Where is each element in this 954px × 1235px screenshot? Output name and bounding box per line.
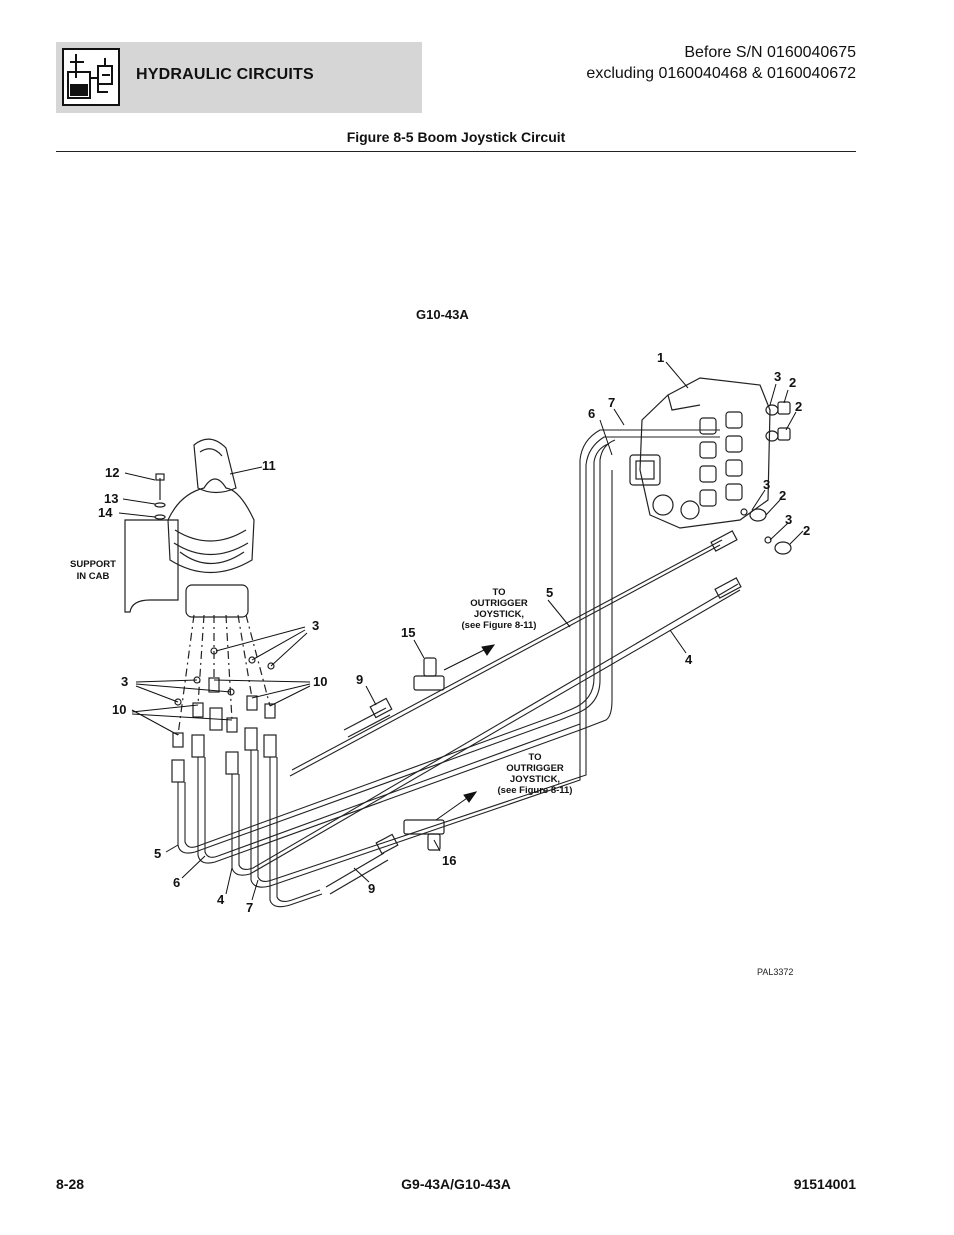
outrigger-lower-line-3: JOYSTICK, bbox=[510, 774, 560, 785]
callout-adapter: 10 bbox=[313, 674, 327, 689]
callout-hose-6: 6 bbox=[588, 406, 595, 421]
callout-adapter: 10 bbox=[112, 702, 126, 717]
callout-tee-15: 15 bbox=[401, 625, 415, 640]
callout-hose-7: 7 bbox=[246, 900, 253, 915]
callout-elbow: 2 bbox=[779, 488, 786, 503]
callout-elbow: 2 bbox=[803, 523, 810, 538]
callout-o-ring: 3 bbox=[763, 477, 770, 492]
callout-hose-7: 7 bbox=[608, 395, 615, 410]
callout-hose-4: 4 bbox=[685, 652, 693, 667]
tee-fitting-16 bbox=[403, 819, 445, 851]
outrigger-upper-line-2: OUTRIGGER bbox=[470, 598, 528, 609]
callout-tee-16: 16 bbox=[442, 853, 456, 868]
callout-hose-6: 6 bbox=[173, 875, 180, 890]
callout-valve: 1 bbox=[657, 350, 664, 365]
outrigger-note-upper: TO OUTRIGGER JOYSTICK, (see Figure 8-11) bbox=[462, 587, 537, 631]
joystick-assembly bbox=[167, 438, 255, 618]
section-title: HYDRAULIC CIRCUITS bbox=[136, 66, 314, 83]
support-in-cab-note: SUPPORT IN CAB bbox=[70, 559, 116, 582]
outrigger-lower-line-1: TO bbox=[528, 752, 541, 763]
support-label-line-2: IN CAB bbox=[77, 571, 110, 582]
footer-model: G9-43A/G10-43A bbox=[401, 1176, 511, 1192]
page-number: 8-28 bbox=[56, 1176, 85, 1192]
tee-fitting-15 bbox=[413, 657, 445, 691]
model-label: G10-43A bbox=[416, 307, 469, 322]
hose-bundle bbox=[177, 429, 741, 908]
callout-numbers: 1 3 2 2 7 6 3 2 3 2 11 12 13 14 5 3 15 4… bbox=[98, 350, 810, 915]
figure-reference-code: PAL3372 bbox=[757, 967, 793, 977]
serial-applicability: Before S/N 0160040675 excluding 01600404… bbox=[586, 42, 856, 84]
outrigger-lower-line-2: OUTRIGGER bbox=[506, 763, 564, 774]
serial-line-1: Before S/N 0160040675 bbox=[684, 44, 856, 61]
figure-title: Figure 8-5 Boom Joystick Circuit bbox=[346, 129, 566, 145]
control-valve bbox=[629, 377, 771, 529]
callout-elbow: 2 bbox=[789, 375, 796, 390]
callout-o-ring: 3 bbox=[121, 674, 128, 689]
callout-hose-5: 5 bbox=[154, 846, 161, 861]
callout-lockwasher: 13 bbox=[104, 491, 118, 506]
callout-o-ring: 3 bbox=[785, 512, 792, 527]
valve-elbow-fittings bbox=[740, 401, 792, 555]
callout-hose-5: 5 bbox=[546, 585, 553, 600]
support-label-line-1: SUPPORT bbox=[70, 559, 116, 570]
outrigger-lower-line-4: (see Figure 8-11) bbox=[498, 785, 573, 796]
serial-line-2: excluding 0160040468 & 0160040672 bbox=[586, 65, 856, 82]
callout-joystick: 11 bbox=[262, 458, 276, 473]
callout-elbow: 2 bbox=[795, 399, 802, 414]
callout-hose-9: 9 bbox=[356, 672, 363, 687]
callout-o-ring: 3 bbox=[312, 618, 319, 633]
hose-9 bbox=[325, 697, 399, 895]
hose-end-fittings bbox=[710, 530, 742, 599]
callout-washer: 14 bbox=[98, 505, 113, 520]
hydraulic-circuit-icon bbox=[62, 48, 120, 106]
outrigger-upper-line-4: (see Figure 8-11) bbox=[462, 620, 537, 631]
callout-hose-9: 9 bbox=[368, 881, 375, 896]
outrigger-upper-line-3: JOYSTICK, bbox=[474, 609, 524, 620]
callout-hose-4: 4 bbox=[217, 892, 225, 907]
support-bracket bbox=[124, 519, 179, 613]
header-divider bbox=[56, 151, 856, 152]
callout-leaders bbox=[118, 361, 804, 901]
callout-o-ring: 3 bbox=[774, 369, 781, 384]
document-number: 91514001 bbox=[793, 1176, 856, 1192]
callout-bolt: 12 bbox=[105, 465, 119, 480]
outrigger-note-lower: TO OUTRIGGER JOYSTICK, (see Figure 8-11) bbox=[498, 752, 573, 796]
outrigger-upper-line-1: TO bbox=[492, 587, 505, 598]
port-centerlines bbox=[177, 614, 271, 736]
bolt-washer-stack bbox=[154, 473, 166, 520]
